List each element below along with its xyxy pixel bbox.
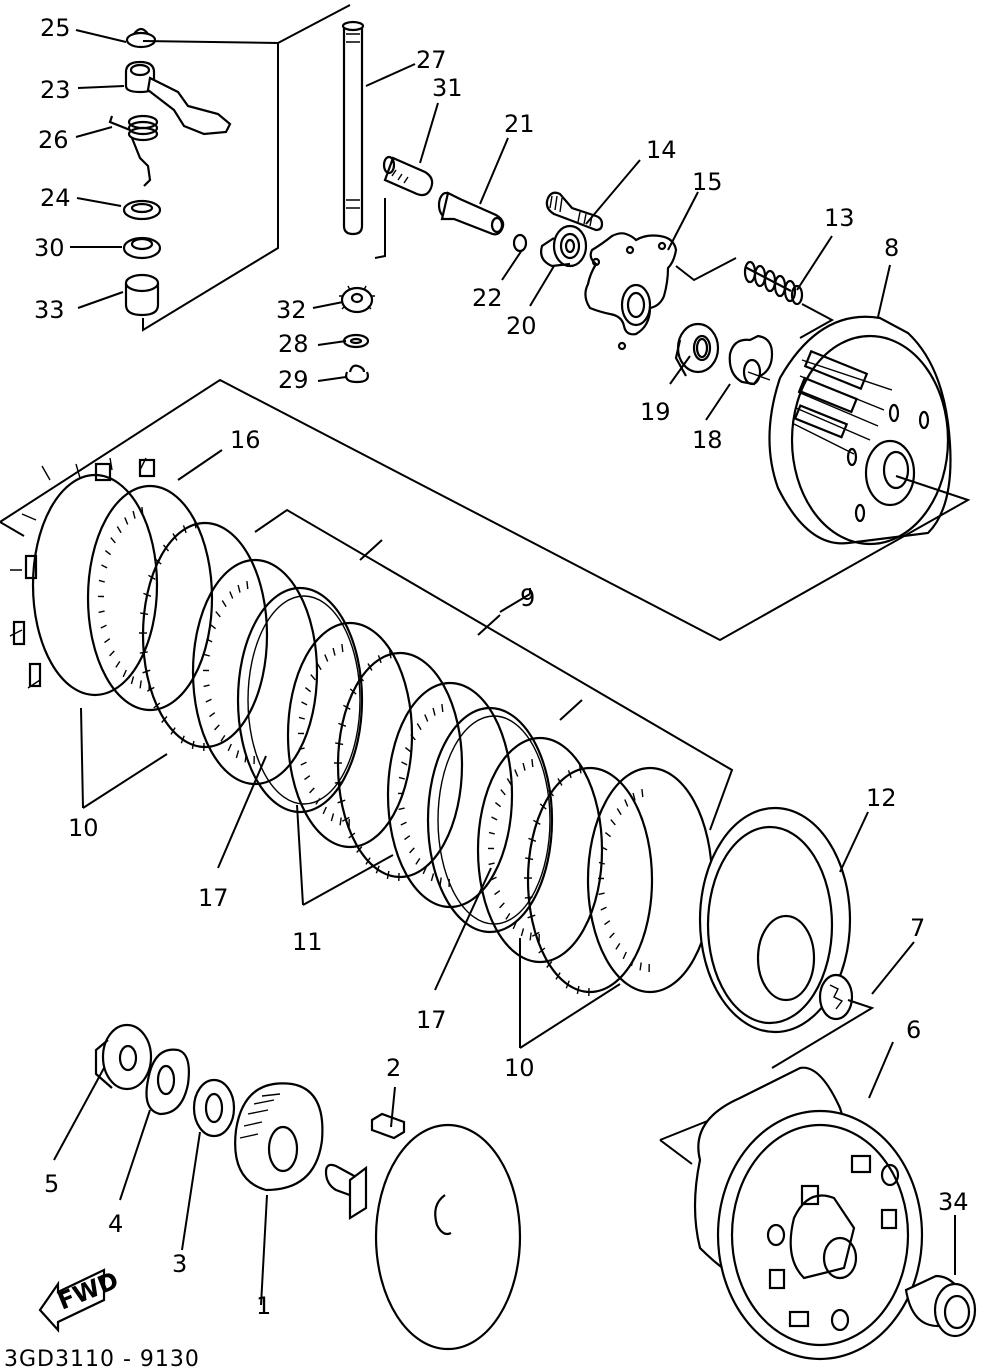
callout-30: 30 bbox=[34, 234, 65, 262]
part-25-circlip bbox=[125, 27, 157, 49]
callout-25: 25 bbox=[40, 14, 71, 42]
part-10-friction-plate bbox=[476, 736, 604, 964]
part-11-clutch-plate bbox=[141, 521, 269, 749]
plate-teeth bbox=[523, 765, 590, 997]
plate-teeth bbox=[597, 789, 650, 973]
part-17-wire-ring bbox=[236, 586, 364, 814]
callout-2: 2 bbox=[386, 1054, 401, 1082]
callout-9: 9 bbox=[520, 584, 535, 612]
part-11-clutch-plate bbox=[336, 651, 464, 879]
plate-teeth bbox=[333, 650, 400, 882]
part-3-washer bbox=[192, 1078, 236, 1138]
part-5-nut bbox=[94, 1023, 153, 1091]
part-30-seal bbox=[122, 236, 162, 260]
callout-26: 26 bbox=[38, 126, 69, 154]
callout-10-left: 10 bbox=[68, 814, 99, 842]
callout-32: 32 bbox=[276, 296, 307, 324]
callout-29: 29 bbox=[278, 366, 309, 394]
part-18-lock-washer bbox=[728, 334, 774, 386]
callout-19: 19 bbox=[640, 398, 671, 426]
callout-27: 27 bbox=[416, 46, 447, 74]
callout-22: 22 bbox=[472, 284, 503, 312]
part-34-spacer bbox=[904, 1274, 977, 1338]
callout-20: 20 bbox=[506, 312, 537, 340]
part-8-clutch-boss bbox=[768, 315, 952, 546]
part-29-circlip bbox=[345, 364, 369, 384]
callout-18: 18 bbox=[692, 426, 723, 454]
callout-14: 14 bbox=[646, 136, 677, 164]
group-bracket-boss bbox=[0, 378, 971, 642]
callout-4: 4 bbox=[108, 1210, 123, 1238]
crankshaft bbox=[324, 1123, 522, 1351]
part-24-washer bbox=[122, 199, 162, 221]
callout-33: 33 bbox=[34, 296, 65, 324]
group-bracket-shaft bbox=[142, 4, 351, 332]
part-27-shift-shaft bbox=[341, 20, 365, 236]
callout-17-center: 17 bbox=[416, 1006, 447, 1034]
callout-12: 12 bbox=[866, 784, 897, 812]
bracket-9 bbox=[254, 508, 734, 831]
part-1-primary-gear bbox=[234, 1082, 324, 1192]
plate-teeth bbox=[297, 644, 350, 828]
part-23-shift-lever bbox=[124, 60, 232, 136]
callout-5: 5 bbox=[44, 1170, 59, 1198]
part-10-friction-plate bbox=[586, 766, 714, 994]
callout-23: 23 bbox=[40, 76, 71, 104]
part-10-friction-plate bbox=[86, 484, 214, 712]
forward-arrow-icon bbox=[38, 1268, 106, 1333]
plate-teeth bbox=[138, 520, 205, 752]
part-13-spring bbox=[743, 260, 804, 306]
group-bracket-spring bbox=[675, 257, 835, 339]
callout-24: 24 bbox=[40, 184, 71, 212]
part-33-bushing bbox=[124, 273, 160, 317]
part-6-primary-driven-gear bbox=[659, 1066, 924, 1361]
callout-21: 21 bbox=[504, 110, 535, 138]
callout-31: 31 bbox=[432, 74, 463, 102]
leader-lines bbox=[53, 29, 956, 1306]
plate-teeth bbox=[397, 704, 450, 888]
callout-3: 3 bbox=[172, 1250, 187, 1278]
plate-teeth bbox=[487, 759, 540, 943]
group-bracket-pin bbox=[374, 198, 386, 259]
part-22-ball bbox=[512, 233, 528, 253]
plate-stack bbox=[86, 484, 714, 997]
callout-17-left: 17 bbox=[198, 884, 229, 912]
part-7-circlip bbox=[818, 973, 854, 1021]
callout-10-right: 10 bbox=[504, 1054, 535, 1082]
callout-15: 15 bbox=[692, 168, 723, 196]
plate-teeth bbox=[97, 507, 150, 691]
callout-34: 34 bbox=[938, 1188, 969, 1216]
callout-8: 8 bbox=[884, 234, 899, 262]
part-26-spring bbox=[108, 114, 159, 187]
callout-1: 1 bbox=[256, 1292, 271, 1320]
bracket-7 bbox=[771, 999, 875, 1069]
part-31-pin bbox=[382, 155, 434, 197]
part-16-friction-plate bbox=[9, 457, 159, 697]
part-4-lock-washer bbox=[145, 1048, 190, 1116]
callout-6: 6 bbox=[906, 1016, 921, 1044]
wire-ring-inner bbox=[247, 595, 361, 805]
part-14-screw bbox=[545, 191, 604, 232]
part-15-pressure-plate-arm bbox=[584, 232, 678, 351]
callout-16: 16 bbox=[230, 426, 261, 454]
callout-28: 28 bbox=[278, 330, 309, 358]
callout-11: 11 bbox=[292, 928, 323, 956]
part-12-pressure-plate bbox=[698, 806, 852, 1034]
part-32-gear bbox=[339, 285, 375, 314]
part-28-washer bbox=[342, 333, 370, 349]
callout-13: 13 bbox=[824, 204, 855, 232]
part-11-clutch-plate bbox=[526, 766, 654, 994]
part-2-key bbox=[370, 1112, 406, 1140]
plate-teeth bbox=[202, 581, 255, 765]
part-17-wire-ring bbox=[426, 706, 554, 934]
callout-7: 7 bbox=[910, 914, 925, 942]
diagram-code: 3GD3110 - 9130 bbox=[4, 1347, 200, 1371]
part-21-push-rod bbox=[437, 191, 505, 236]
forward-direction-indicator: FWD bbox=[38, 1266, 122, 1333]
part-20-bearing bbox=[540, 224, 588, 268]
